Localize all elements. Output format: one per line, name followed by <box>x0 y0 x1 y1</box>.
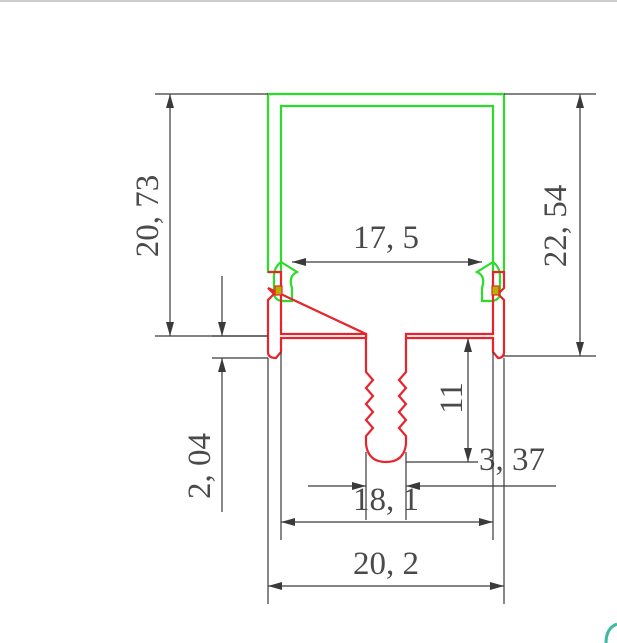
dimension-cover-height: 20, 73 <box>130 93 268 337</box>
base-inner-width-label: 18, 1 <box>353 482 419 518</box>
dimension-stem-width: 3, 37 <box>308 442 556 520</box>
dimension-base-inner-width: 18, 1 <box>280 352 494 540</box>
overall-width-label: 20, 2 <box>353 546 419 582</box>
dimension-thickness: 2, 04 <box>182 276 268 512</box>
inner-width-label: 17, 5 <box>353 220 419 256</box>
stem-length-label: 11 <box>434 382 470 414</box>
thickness-label: 2, 04 <box>182 433 218 499</box>
total-height-label: 22, 54 <box>538 185 574 268</box>
dimension-inner-width: 17, 5 <box>292 220 482 266</box>
dimension-overall-width: 20, 2 <box>267 358 505 604</box>
corner-mark <box>604 622 617 643</box>
stem-width-label: 3, 37 <box>479 442 545 478</box>
dimension-stem-length: 11 <box>406 338 478 463</box>
dimension-total-height: 22, 54 <box>504 93 596 357</box>
diffuser-cover <box>266 92 506 303</box>
cover-height-label: 20, 73 <box>130 175 166 258</box>
